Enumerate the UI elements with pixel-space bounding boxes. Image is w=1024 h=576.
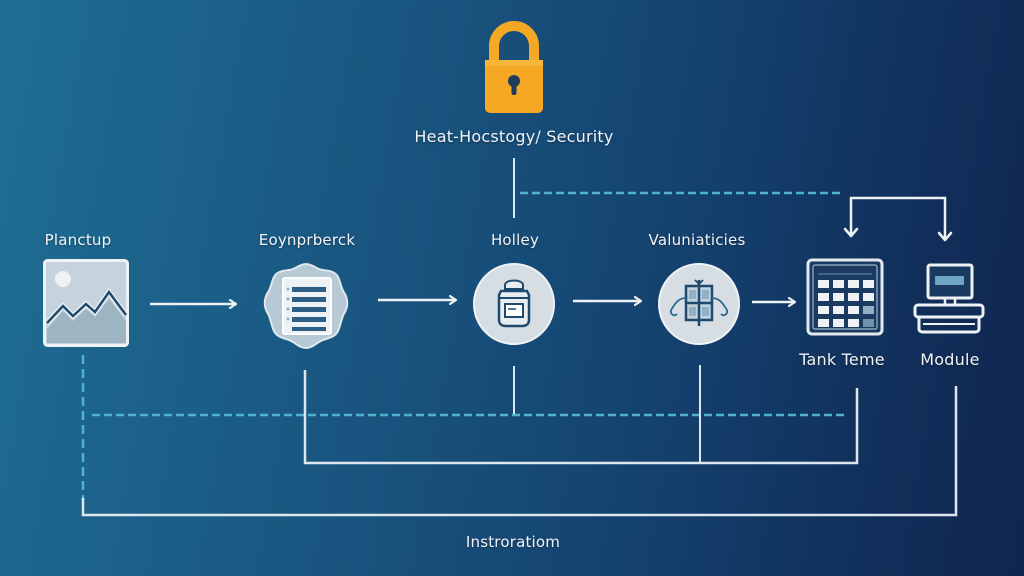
inner-bracket bbox=[303, 370, 859, 465]
outer-bracket bbox=[81, 386, 958, 517]
grid-network-icon[interactable] bbox=[657, 262, 741, 346]
node-label-planctup: Planctup bbox=[44, 231, 112, 249]
lock-icon bbox=[485, 21, 543, 113]
security-label: Heat-Hocstogy/ Security bbox=[414, 127, 614, 146]
node-label-tank-teme: Tank Teme bbox=[799, 350, 885, 369]
calculator-icon[interactable] bbox=[806, 258, 884, 336]
feedback-arrow-bracket bbox=[849, 196, 947, 240]
node-label-module: Module bbox=[920, 350, 980, 369]
node-label-holley: Holley bbox=[490, 231, 540, 249]
node-label-eoynprberck: Eoynprberck bbox=[258, 231, 356, 249]
node-label-valuniaticies: Valuniaticies bbox=[648, 231, 746, 249]
arrowhead-module bbox=[937, 231, 953, 242]
image-icon[interactable] bbox=[43, 259, 129, 347]
computer-terminal-icon[interactable] bbox=[913, 262, 985, 334]
document-list-icon[interactable] bbox=[261, 261, 351, 351]
bottom-label: Instroratiom bbox=[465, 533, 561, 551]
arrowhead-tank-teme bbox=[843, 227, 859, 238]
jar-icon[interactable] bbox=[472, 262, 556, 346]
